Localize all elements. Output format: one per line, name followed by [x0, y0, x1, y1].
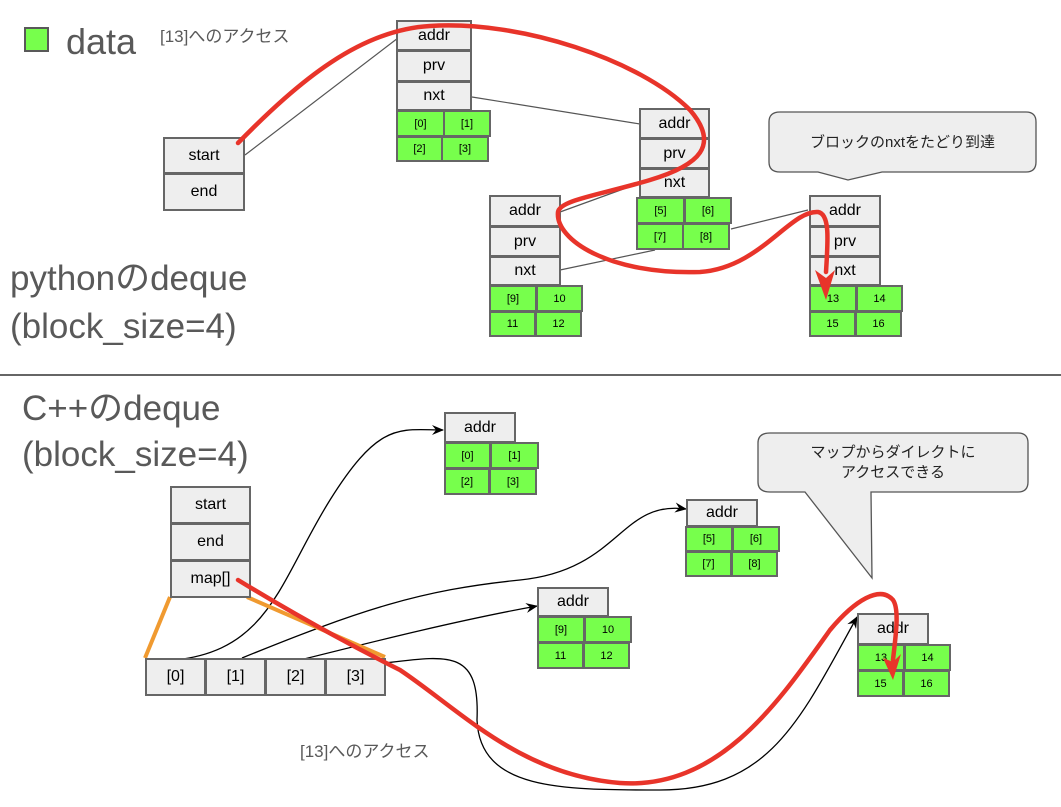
python-heading-line2: (block_size=4) [10, 307, 237, 346]
data-cell: [1] [443, 110, 491, 137]
cpp-access-path [235, 577, 899, 786]
cpp-callout-bubble [757, 432, 1029, 580]
section-divider [0, 374, 1061, 376]
data-cell: 12 [583, 642, 630, 669]
link-start-block0 [244, 37, 399, 156]
data-cell: 13 [809, 285, 857, 312]
block-addr-cell: addr [639, 108, 710, 139]
python-callout-text: ブロックのnxtをたどり到達 [809, 134, 995, 151]
data-cell: [2] [396, 136, 443, 162]
block-addr-cell: addr [686, 499, 758, 527]
arrow-map2-block2 [299, 603, 538, 661]
data-cell: 11 [489, 311, 536, 337]
block-prv-cell: prv [396, 50, 472, 82]
data-cell: [7] [636, 223, 684, 250]
python-access-arrowhead [815, 270, 835, 300]
block-nxt-cell: nxt [396, 81, 472, 111]
data-cell: 10 [584, 616, 632, 643]
data-cell: [3] [489, 468, 537, 495]
arrow-map3-block3 [384, 616, 858, 791]
cpp-access-arrowhead [883, 654, 901, 680]
block-prv-cell: prv [809, 226, 881, 257]
block-addr-cell: addr [857, 613, 929, 645]
python-access-path [235, 23, 830, 275]
data-cell: [3] [441, 136, 489, 162]
data-cell: 16 [855, 311, 902, 337]
data-cell: 15 [809, 311, 856, 337]
legend-label: data [66, 21, 137, 62]
data-cell: [8] [731, 551, 778, 577]
cpp-callout-text-line1: マップからダイレクトに [810, 444, 976, 461]
data-cell: 16 [903, 670, 950, 697]
data-cell: 14 [904, 644, 951, 671]
python-end-cell: end [163, 173, 245, 211]
data-cell: [8] [682, 223, 730, 250]
link-block1-block3 [730, 209, 809, 230]
cpp-access-note: [13]へのアクセス [300, 742, 430, 761]
arrow-map1-block1 [241, 502, 687, 659]
cpp-callout-text-line2: アクセスできる [841, 464, 945, 481]
python-heading-line1: pythonのdeque [10, 259, 248, 298]
map-entry-cell: [1] [205, 658, 266, 696]
link-block0-block1 [471, 96, 641, 125]
cpp-heading-line2: (block_size=4) [22, 435, 249, 474]
data-cell: 12 [535, 311, 582, 337]
block-addr-cell: addr [444, 412, 516, 443]
data-cell: 11 [537, 642, 584, 669]
python-callout-bubble [768, 111, 1037, 181]
map-entry-cell: [3] [325, 658, 386, 696]
map-bracket-left [143, 596, 172, 659]
map-entry-cell: [0] [145, 658, 206, 696]
block-addr-cell: addr [489, 195, 561, 227]
cpp-end-cell: end [170, 523, 251, 561]
python-access-note: [13]へのアクセス [160, 27, 290, 46]
arrow-map0-block0 [174, 424, 444, 661]
legend-swatch [24, 27, 49, 52]
python-start-cell: start [163, 137, 245, 174]
cpp-heading-line1: C++のdeque [22, 389, 221, 428]
